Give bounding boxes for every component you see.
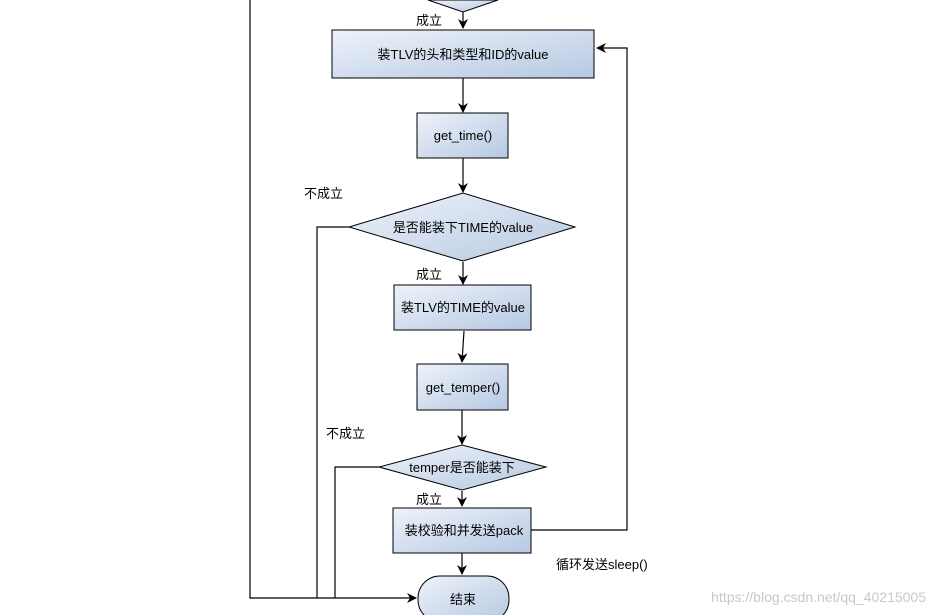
process-checksum-send: 装校验和并发送pack <box>392 507 532 554</box>
process-pack-header-label: 装TLV的头和类型和ID的value <box>378 47 549 62</box>
decision-check-temper-label: temper是否能装下 <box>409 460 514 475</box>
edge-checktime-no <box>316 226 349 598</box>
edges <box>249 0 628 603</box>
decision-check-temper: temper是否能装下 <box>377 444 548 491</box>
process-pack-time-label: 装TLV的TIME的value <box>401 300 525 315</box>
process-get-temper-label: get_temper() <box>426 380 500 395</box>
decision-check-time: 是否能装下TIME的value <box>347 192 577 262</box>
edge-label-no-2: 不成立 <box>326 426 365 441</box>
decision-check-time-label: 是否能装下TIME的value <box>393 220 533 235</box>
edge-checktemper-no <box>334 466 379 598</box>
process-get-time-label: get_time() <box>434 128 493 143</box>
process-checksum-send-label: 装校验和并发送pack <box>405 523 524 538</box>
process-get-time: get_time() <box>416 112 509 159</box>
edge-label-yes-3: 成立 <box>416 492 442 507</box>
decision-top-partial <box>427 0 499 13</box>
process-get-temper: get_temper() <box>416 363 509 411</box>
edge-label-loop: 循环发送sleep() <box>556 557 648 572</box>
watermark-text: https://blog.csdn.net/qq_40215005 <box>711 589 926 605</box>
edge-loop-back <box>531 43 628 531</box>
edge-label-no-1: 不成立 <box>304 186 343 201</box>
terminal-end-label: 结束 <box>450 592 476 607</box>
process-pack-time: 装TLV的TIME的value <box>393 284 532 331</box>
edge-outer-left-to-end <box>249 0 417 603</box>
process-pack-header: 装TLV的头和类型和ID的value <box>331 29 595 79</box>
terminal-end: 结束 <box>417 575 510 615</box>
edge-label-yes-2: 成立 <box>416 267 442 282</box>
edge-label-yes-1: 成立 <box>416 13 442 28</box>
edge-packtime-to-gettemper <box>457 330 468 363</box>
